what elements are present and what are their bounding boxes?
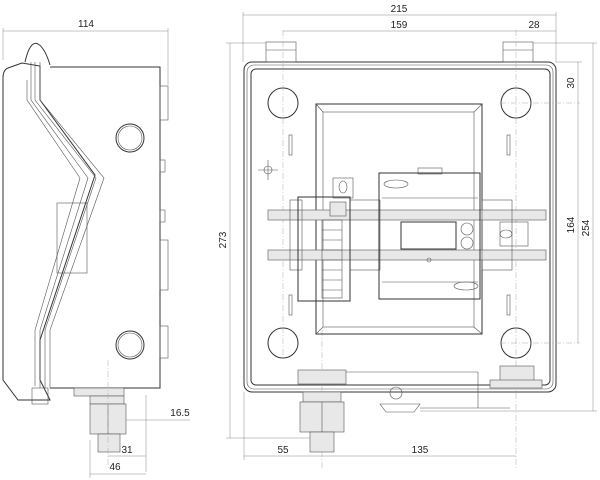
front-enclosure-outline [243,61,557,393]
front-cable-gland [297,369,347,453]
hinge-right [502,41,534,63]
meter-button-bottom [460,236,474,250]
side-knockout-bottom [115,330,145,360]
meter-display [400,221,457,250]
dim-side-gland-center: 31 [121,445,133,456]
dim-hole-spacing-h: 159 [391,20,408,31]
dim-hole-spacing-v: 164 [566,216,577,233]
side-lid-profile [2,62,96,401]
wall-mount-screw-icon [258,160,278,180]
front-lid-inner [250,68,551,386]
din-rail [267,209,547,221]
dim-hole-top-offset: 30 [566,77,577,89]
dim-front-width: 215 [391,4,408,15]
energy-meter [378,167,481,300]
side-view: 114 16.5 31 46 [2,19,190,478]
dim-side-gland-width: 46 [109,462,121,473]
dim-gland-offset-left: 55 [277,445,289,456]
dim-side-gland-offset: 16.5 [170,408,190,419]
side-hinge [24,42,51,66]
dim-side-depth: 114 [78,19,94,30]
din-end-stop-right [499,221,529,247]
mounting-hole-top-left [267,87,299,119]
meter-button-top [460,222,474,236]
dim-height-inner: 254 [581,219,592,236]
dim-height-total: 273 [218,231,229,248]
side-wall-tab [159,85,169,121]
dim-gland-to-hole: 135 [412,445,429,456]
front-view: 215 159 28 30 164 254 273 55 135 [218,4,597,470]
side-knockout-top [115,123,145,153]
dim-hole-edge-offset: 28 [528,20,540,31]
side-din-rail [56,202,88,274]
side-cable-gland [73,387,127,453]
side-lid-rib [26,80,81,386]
hinge-left [265,41,297,63]
front-vent-plug [489,365,543,389]
lid-latch [379,386,421,413]
terminal-block [297,177,354,302]
